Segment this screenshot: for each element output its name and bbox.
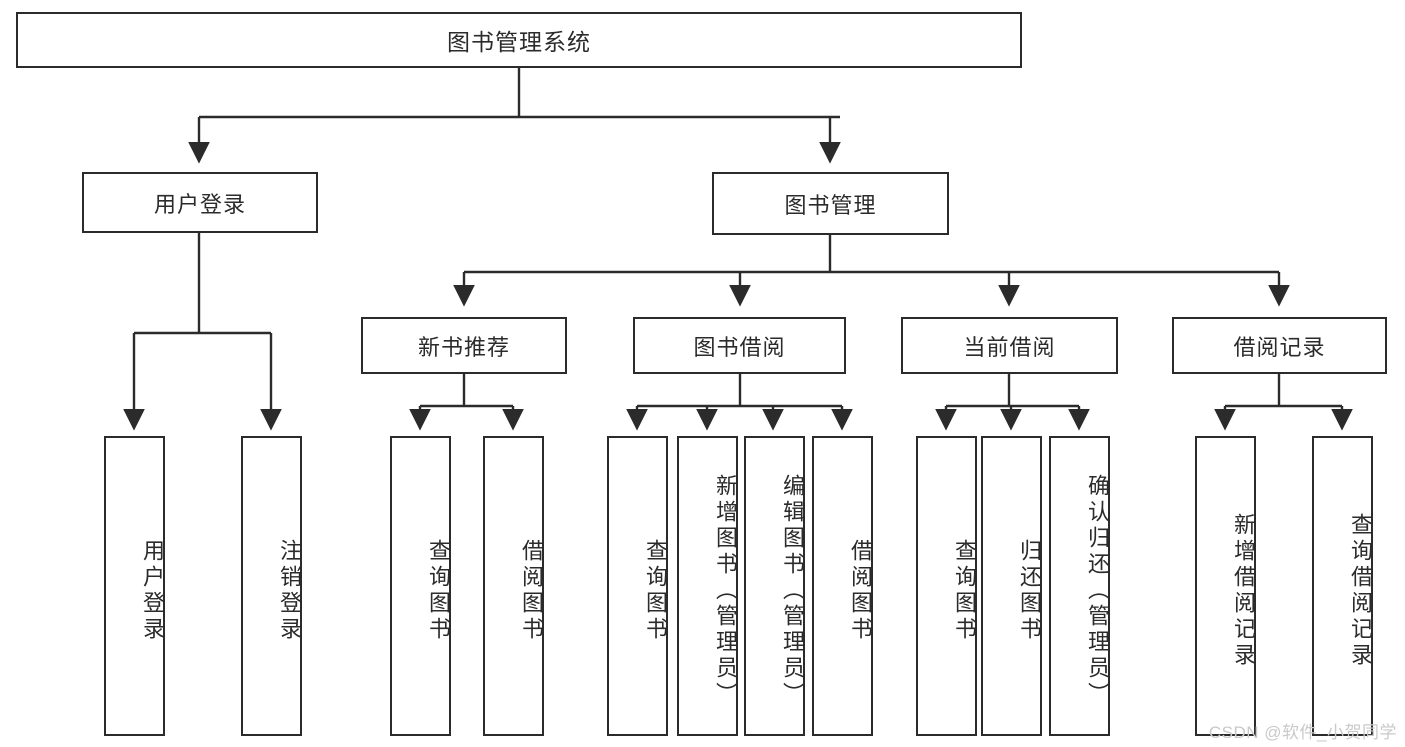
- node-user-login[interactable]: 用户登录: [82, 172, 318, 233]
- node-root-system[interactable]: 图书管理系统: [16, 12, 1022, 68]
- node-label: 新增借阅记录: [1231, 513, 1256, 669]
- node-leaf-edit-book[interactable]: 编辑图书（管理员）: [744, 436, 805, 736]
- node-label: 用户登录: [153, 191, 246, 217]
- node-label: 当前借阅: [963, 334, 1056, 360]
- node-label: 图书管理: [784, 192, 877, 218]
- node-label: 编辑图书（管理员）: [780, 474, 805, 708]
- node-book-borrow[interactable]: 图书借阅: [633, 317, 846, 374]
- node-leaf-add-book[interactable]: 新增图书（管理员）: [677, 436, 738, 736]
- node-book-manage[interactable]: 图书管理: [712, 172, 949, 235]
- node-label: 查询图书: [426, 539, 451, 643]
- node-borrow-record[interactable]: 借阅记录: [1172, 317, 1387, 374]
- node-label: 注销登录: [277, 539, 302, 643]
- node-new-book-recommend[interactable]: 新书推荐: [361, 317, 567, 374]
- node-label: 借阅图书: [848, 539, 873, 643]
- node-label: 用户登录: [140, 539, 165, 643]
- watermark: CSDN @软件_小贺同学: [1208, 723, 1397, 742]
- node-label: 归还图书: [1017, 539, 1042, 643]
- node-leaf-logout-login[interactable]: 注销登录: [241, 436, 302, 736]
- node-leaf-borrow-book-1[interactable]: 借阅图书: [483, 436, 544, 736]
- node-leaf-query-borrow-record[interactable]: 查询借阅记录: [1312, 436, 1373, 736]
- node-leaf-add-borrow-record[interactable]: 新增借阅记录: [1195, 436, 1256, 736]
- node-label: 图书管理系统: [447, 29, 591, 55]
- node-current-borrow[interactable]: 当前借阅: [901, 317, 1118, 374]
- node-label: 查询图书: [643, 539, 668, 643]
- node-leaf-query-book-1[interactable]: 查询图书: [390, 436, 451, 736]
- node-label: 新增图书（管理员）: [713, 474, 738, 708]
- node-label: 借阅图书: [519, 539, 544, 643]
- node-label: 查询借阅记录: [1348, 513, 1373, 669]
- node-leaf-confirm-return[interactable]: 确认归还（管理员）: [1049, 436, 1110, 736]
- node-leaf-query-book-2[interactable]: 查询图书: [607, 436, 668, 736]
- node-label: 图书借阅: [693, 334, 786, 360]
- node-label: 查询图书: [952, 539, 977, 643]
- node-label: 新书推荐: [417, 334, 510, 360]
- node-leaf-query-book-3[interactable]: 查询图书: [916, 436, 977, 736]
- node-leaf-user-login[interactable]: 用户登录: [104, 436, 165, 736]
- node-label: 确认归还（管理员）: [1085, 474, 1110, 708]
- node-leaf-return-book[interactable]: 归还图书: [981, 436, 1042, 736]
- node-label: 借阅记录: [1233, 334, 1326, 360]
- node-leaf-borrow-book-2[interactable]: 借阅图书: [812, 436, 873, 736]
